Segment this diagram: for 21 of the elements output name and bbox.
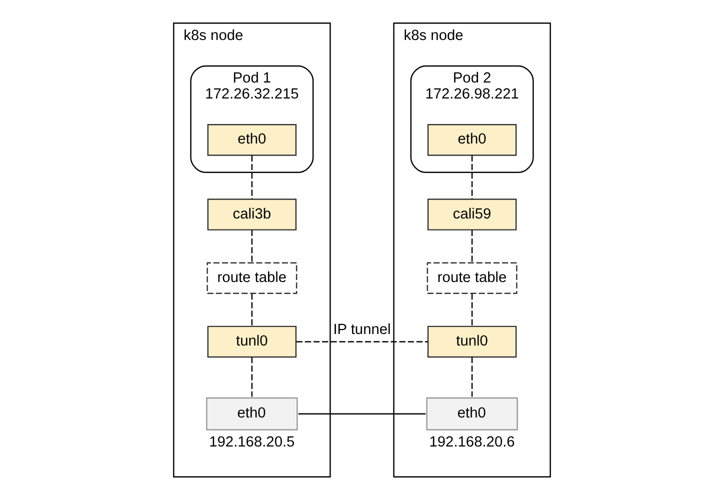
edge-label: IP tunnel [332,322,390,338]
node-box: cali3b [206,198,296,230]
connector [470,230,472,263]
connector [470,294,472,326]
connector [470,357,472,397]
node-box: route table [426,262,517,294]
node-box: tunl0 [206,326,296,358]
connector [250,294,252,326]
connector [298,413,426,414]
node-label: 192.168.20.5 [208,434,294,450]
node-box: eth0 [426,124,516,156]
node-label: 192.168.20.6 [428,434,514,450]
connector [470,155,472,200]
connector [250,155,252,200]
connector [296,341,428,342]
node-box: eth0 [206,124,296,156]
connector [250,230,252,263]
node-box: route table [206,262,297,294]
node-box: tunl0 [426,326,516,358]
connector [250,357,252,397]
node-box: cali59 [426,198,516,230]
